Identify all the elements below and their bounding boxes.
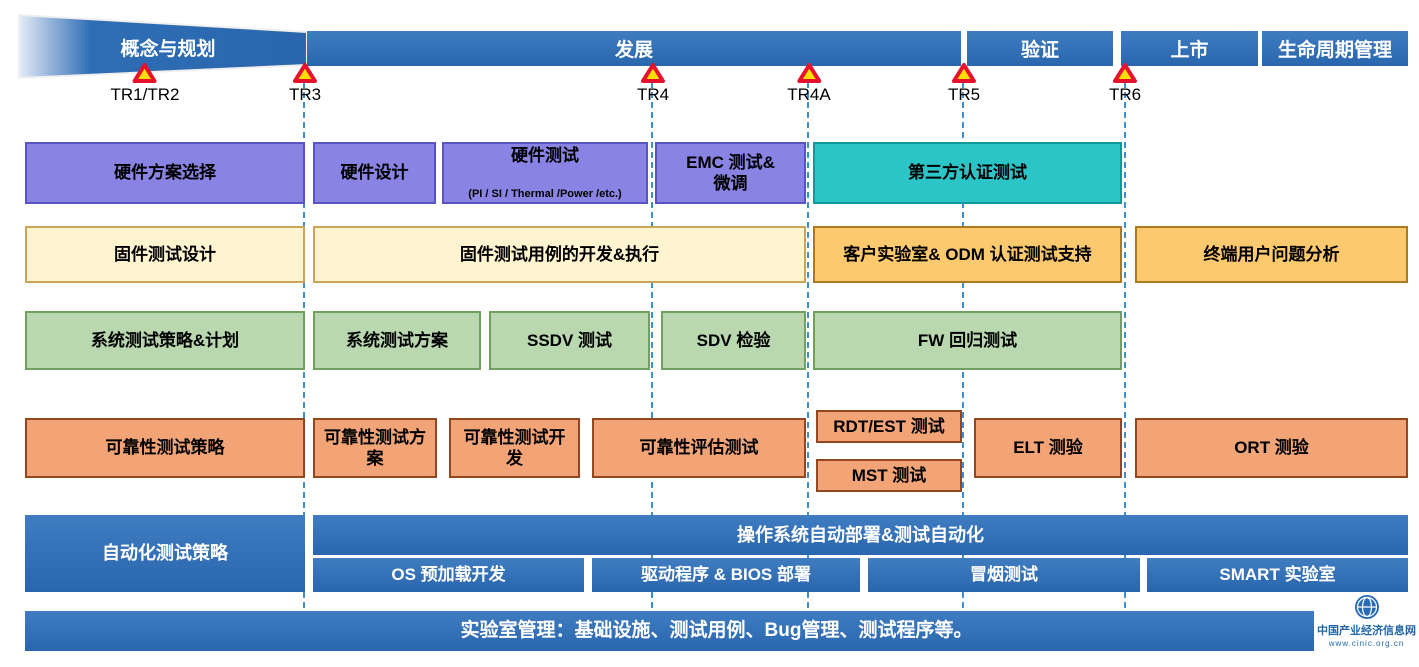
watermark-name: 中国产业经济信息网 [1317, 625, 1416, 637]
milestone-label: TR6 [1108, 85, 1142, 104]
ort-test-box: ORT 测验 [1135, 418, 1408, 478]
smoke-test-box: 冒烟测试 [868, 558, 1140, 592]
hw-test-box: 硬件测试 (PI / SI / Thermal /Power /etc.) [442, 142, 648, 204]
phase-validation: 验证 [967, 31, 1113, 66]
os-preload-box: OS 预加载开发 [313, 558, 584, 592]
milestone-tr3: TR3 [289, 63, 321, 105]
milestone-tr5: TR5 [948, 63, 980, 105]
elt-test-box: ELT 测验 [974, 418, 1122, 478]
automation-strategy-box: 自动化测试策略 [25, 515, 305, 592]
third-party-cert-box: 第三方认证测试 [813, 142, 1122, 204]
lab-management-bar: 实验室管理：基础设施、测试用例、Bug管理、测试程序等。 [25, 611, 1408, 651]
milestone-label: TR4 [636, 85, 670, 104]
reliability-plan-box: 可靠性测试方案 [313, 418, 437, 478]
os-automation-header: 操作系统自动部署&测试自动化 [313, 515, 1408, 555]
milestone-tr6: TR6 [1109, 63, 1141, 105]
milestone-tr4a: TR4A [787, 63, 831, 105]
milestone-triangle-icon [641, 63, 665, 83]
cinic-logo-icon [1354, 595, 1379, 619]
fw-testcase-dev-box: 固件测试用例的开发&执行 [313, 226, 806, 283]
phase-label: 概念与规划 [120, 38, 216, 60]
sys-test-plan-box: 系统测试方案 [313, 311, 481, 370]
milestone-triangle-icon [952, 63, 976, 83]
milestone-label: TR4A [787, 85, 831, 104]
rdt-est-test-box: RDT/EST 测试 [816, 410, 962, 443]
reliability-eval-box: 可靠性评估测试 [592, 418, 806, 478]
mst-test-box: MST 测试 [816, 459, 962, 492]
end-user-analysis-box: 终端用户问题分析 [1135, 226, 1408, 283]
watermark: 中国产业经济信息网 www.cinic.org.cn [1314, 592, 1419, 667]
phase-lifecycle: 生命周期管理 [1262, 31, 1408, 66]
driver-bios-box: 驱动程序 & BIOS 部署 [592, 558, 860, 592]
milestone-triangle-icon [797, 63, 821, 83]
hw-solution-selection-box: 硬件方案选择 [25, 142, 305, 204]
hw-design-box: 硬件设计 [313, 142, 436, 204]
sys-test-strategy-box: 系统测试策略&计划 [25, 311, 305, 370]
milestone-tr4: TR4 [637, 63, 669, 105]
reliability-dev-box: 可靠性测试开发 [449, 418, 580, 478]
milestone-triangle-icon [133, 63, 157, 83]
phase-launch: 上市 [1121, 31, 1258, 66]
phase-concept-planning: 概念与规划 [18, 12, 308, 80]
sdv-check-box: SDV 检验 [661, 311, 806, 370]
smart-lab-box: SMART 实验室 [1147, 558, 1408, 592]
dashed-line-tr4a [807, 72, 809, 608]
milestone-triangle-icon [293, 63, 317, 83]
milestone-label: TR1/TR2 [110, 85, 180, 104]
fw-regression-box: FW 回归测试 [813, 311, 1122, 370]
dashed-line-tr6 [1124, 72, 1126, 608]
hw-test-sublabel: (PI / SI / Thermal /Power /etc.) [468, 187, 622, 200]
milestone-label: TR3 [288, 85, 322, 104]
watermark-url: www.cinic.org.cn [1328, 639, 1405, 648]
phase-development: 发展 [307, 31, 961, 66]
milestone-label: TR5 [947, 85, 981, 104]
fw-test-design-box: 固件测试设计 [25, 226, 305, 283]
dashed-line-tr4 [651, 72, 653, 608]
milestone-triangle-icon [1113, 63, 1137, 83]
reliability-strategy-box: 可靠性测试策略 [25, 418, 305, 478]
ssdv-test-box: SSDV 测试 [489, 311, 650, 370]
hw-test-label: 硬件测试 [511, 146, 579, 166]
milestone-tr1-tr2: TR1/TR2 [110, 63, 180, 105]
customer-lab-odm-box: 客户实验室& ODM 认证测试支持 [813, 226, 1122, 283]
emc-test-box: EMC 测试& 微调 [655, 142, 806, 204]
